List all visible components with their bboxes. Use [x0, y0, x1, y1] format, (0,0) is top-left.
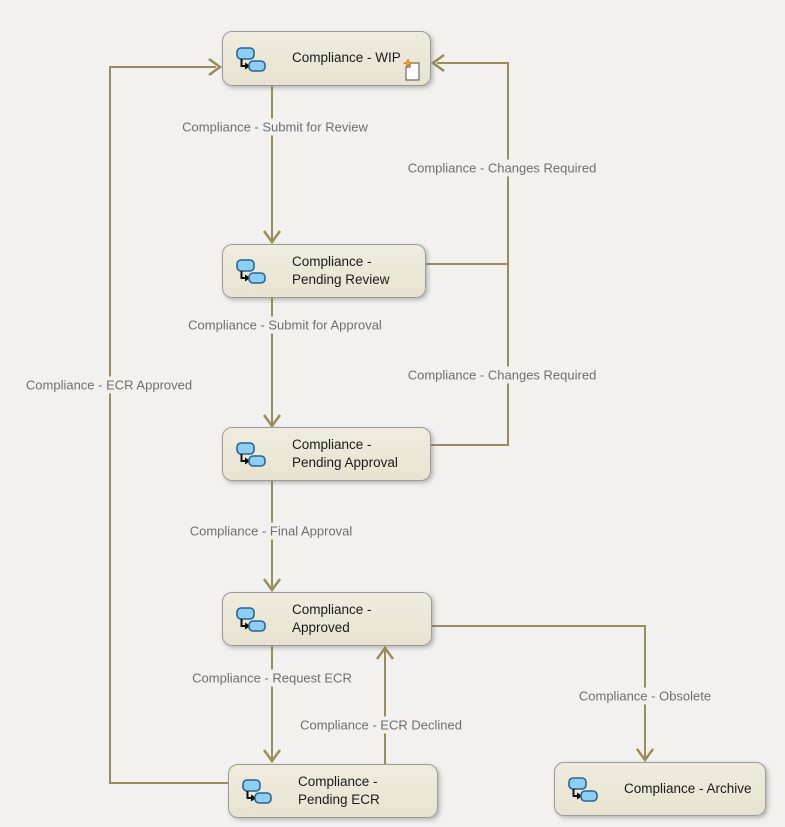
- arrowhead-right-icon: [208, 57, 223, 77]
- transition-label-ecr-declined: Compliance - ECR Declined: [297, 716, 465, 734]
- flowchart-state-icon: [236, 45, 266, 73]
- arrowhead-down-icon: [262, 749, 282, 764]
- state-node-label: Compliance - Pending Approval: [292, 436, 398, 470]
- flowchart-state-icon: [236, 605, 266, 633]
- state-node-label: Compliance - Approved: [292, 601, 372, 635]
- transition-label-ecr-approved: Compliance - ECR Approved: [22, 376, 196, 394]
- state-node-label: Compliance - Pending ECR: [298, 773, 380, 807]
- transition-label-obsolete: Compliance - Obsolete: [575, 687, 715, 705]
- transition-label-changes-required-approval: Compliance - Changes Required: [404, 366, 600, 384]
- state-node-pending-approval[interactable]: Compliance - Pending Approval: [222, 427, 431, 481]
- transition-label-changes-required-review: Compliance - Changes Required: [404, 159, 600, 177]
- flowchart-state-icon: [242, 777, 272, 805]
- arrowhead-down-icon: [262, 578, 282, 593]
- state-node-wip[interactable]: Compliance - WIP: [222, 31, 431, 86]
- transition-path-ecr-approved: [109, 66, 228, 784]
- state-node-label: Compliance - Archive: [624, 780, 752, 796]
- arrowhead-down-icon: [262, 230, 282, 245]
- flowchart-state-icon: [236, 257, 266, 285]
- flowchart-state-icon: [236, 440, 266, 468]
- arrowhead-down-icon: [635, 748, 655, 763]
- state-node-archive[interactable]: Compliance - Archive: [554, 762, 766, 816]
- arrowhead-down-icon: [262, 414, 282, 429]
- state-node-label: Compliance - Pending Review: [292, 253, 390, 287]
- transition-label-request-ecr: Compliance - Request ECR: [189, 669, 355, 687]
- arrowhead-up-icon: [375, 645, 395, 660]
- new-document-icon: [403, 59, 422, 81]
- transition-path-obsolete: [432, 625, 646, 758]
- state-node-approved[interactable]: Compliance - Approved: [222, 592, 432, 646]
- transition-path-changes-required-approval: [430, 62, 509, 446]
- flowchart-state-icon: [568, 775, 598, 803]
- arrowhead-left-icon: [430, 53, 445, 73]
- transition-label-final-approval: Compliance - Final Approval: [186, 522, 356, 540]
- state-node-pending-review[interactable]: Compliance - Pending Review: [222, 244, 426, 298]
- state-node-label: Compliance - WIP: [292, 50, 401, 66]
- state-node-pending-ecr[interactable]: Compliance - Pending ECR: [228, 764, 438, 818]
- transition-label-submit-for-approval: Compliance - Submit for Approval: [185, 316, 385, 334]
- transition-label-submit-for-review: Compliance - Submit for Review: [179, 118, 371, 136]
